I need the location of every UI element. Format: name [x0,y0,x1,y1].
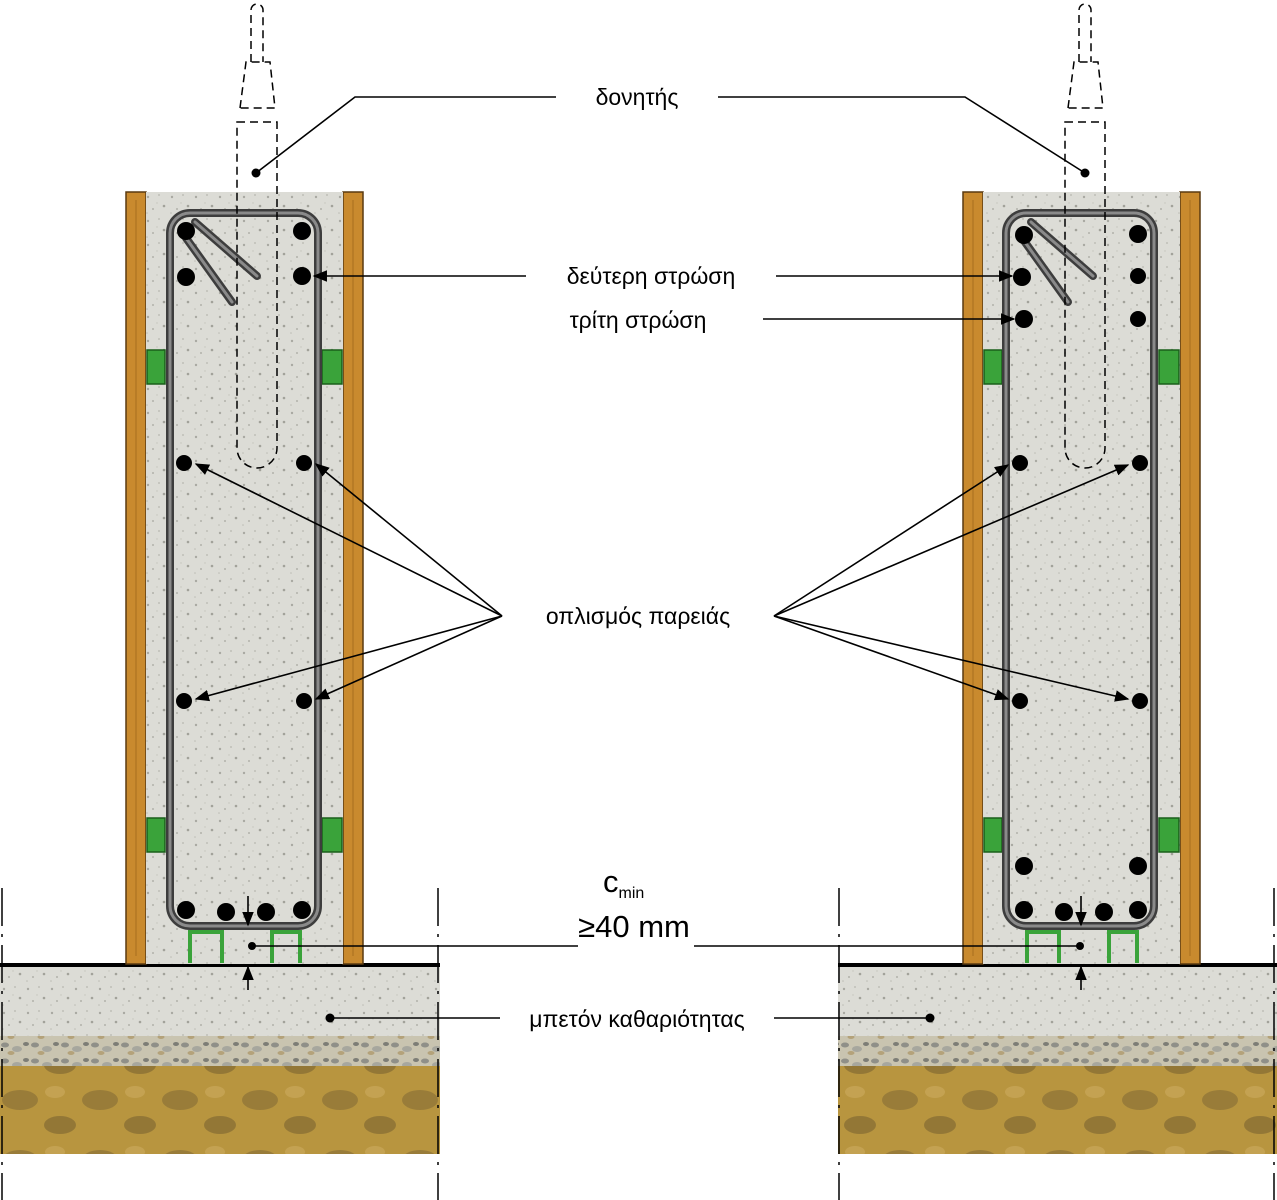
cmin-subscript: min [619,885,645,902]
left-gravel-layer [0,1036,440,1066]
vibrator-label: δονητής [596,84,679,110]
second-layer-label: δεύτερη στρώση [567,263,736,289]
right-gravel-layer [838,1036,1277,1066]
left-vibrator-outline [236,3,278,469]
right-bottom-spacers [1025,930,1139,963]
third-layer-label: τρίτη στρώση [570,307,707,333]
leader-dots [248,168,1090,1023]
right-side-spacers [983,349,1180,853]
right-soil-layer [838,1066,1277,1154]
cmin-value-label: ≥40 mm [578,909,690,944]
right-vibrator-outline [1064,3,1106,469]
left-concrete-wall [146,192,343,964]
left-soil-layer [0,1066,440,1154]
face-reinforcement-label: οπλισμός παρειάς [546,603,730,629]
right-blinding-concrete-layer [838,966,1277,1036]
cmin-label: cmin [603,864,644,902]
left-wall-assembly [0,3,440,1200]
right-wall-assembly [838,3,1277,1200]
left-side-spacers [146,349,343,853]
left-bottom-spacers [188,930,302,963]
left-blinding-concrete-layer [0,966,440,1036]
cmin-symbol: c [603,864,619,899]
left-rebar-bars [176,222,312,921]
blinding-concrete-label: μπετόν καθαριότητας [529,1006,744,1032]
right-rebar-bars [1012,225,1148,921]
leader-lines [194,96,1130,1019]
